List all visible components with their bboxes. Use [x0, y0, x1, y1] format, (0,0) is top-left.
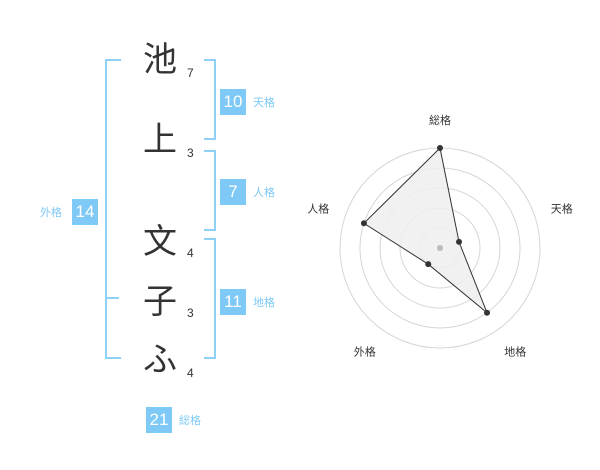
name-char-3: 文 — [143, 222, 177, 262]
jinkaku-label: 人格 — [253, 186, 275, 199]
stroke-count-5: 4 — [187, 366, 194, 380]
radar-point-3 — [484, 309, 491, 316]
radar-axis-label-5: 人格 — [307, 201, 329, 215]
name-char-5: ふ — [143, 340, 177, 380]
gaikaku-bracket-tick — [105, 297, 119, 299]
gaikaku-label: 外格 — [40, 206, 62, 219]
chikaku-bracket — [204, 238, 216, 359]
soukaku-value: 21 — [146, 407, 172, 433]
tenkaku-label: 天格 — [253, 96, 275, 109]
soukaku-label: 総格 — [179, 414, 201, 427]
name-char-1: 池 — [143, 40, 177, 80]
tenkaku-bracket — [204, 59, 216, 140]
stroke-count-4: 3 — [187, 306, 194, 320]
radar-axis-label-1: 総格 — [429, 113, 451, 127]
radar-polygon — [363, 146, 488, 314]
stroke-count-3: 4 — [187, 246, 194, 260]
radar-axis-label-3: 地格 — [504, 345, 526, 359]
radar-center-dot — [437, 245, 443, 251]
radar-point-2 — [456, 238, 463, 245]
gaikaku-bracket — [105, 59, 121, 359]
radar-point-5 — [360, 220, 367, 227]
stroke-count-1: 7 — [187, 66, 194, 80]
stroke-count-2: 3 — [187, 146, 194, 160]
gaikaku-value: 14 — [72, 199, 98, 225]
tenkaku-value: 10 — [220, 89, 246, 115]
radar-point-1 — [437, 145, 443, 151]
radar-axis-label-2: 天格 — [551, 201, 573, 215]
jinkaku-value: 7 — [220, 179, 246, 205]
jinkaku-bracket — [204, 150, 216, 231]
radar-axis-label-4: 外格 — [354, 345, 376, 359]
chikaku-label: 地格 — [253, 296, 275, 309]
radar-point-4 — [425, 261, 432, 268]
chikaku-value: 11 — [220, 289, 246, 315]
name-char-4: 子 — [143, 282, 177, 322]
name-char-2: 上 — [143, 120, 177, 160]
